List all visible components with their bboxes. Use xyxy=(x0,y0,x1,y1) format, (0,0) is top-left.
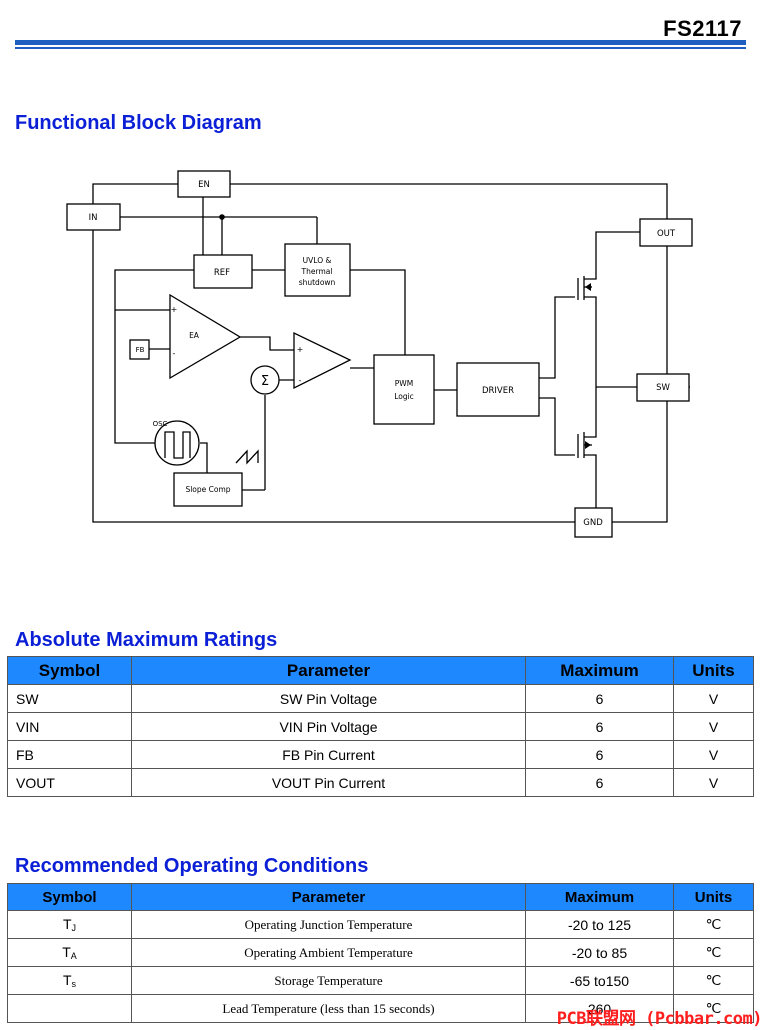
maximum-cell: 6 xyxy=(525,684,674,713)
fb-box xyxy=(129,339,150,360)
header-maximum: Maximum xyxy=(525,656,674,685)
symbol-cell: TA xyxy=(7,938,132,967)
header-units: Units xyxy=(673,883,754,911)
table-row: FB FB Pin Current 6 V xyxy=(7,740,754,769)
header-parameter: Parameter xyxy=(131,656,526,685)
out-pin-box xyxy=(639,218,693,247)
en-pin-box xyxy=(177,170,231,198)
parameter-cell: SW Pin Voltage xyxy=(131,684,526,713)
table-row: SW SW Pin Voltage 6 V xyxy=(7,684,754,713)
ea-minus-sign: - xyxy=(173,349,176,358)
ref-label: REF xyxy=(214,268,230,278)
pwm-logic-block xyxy=(373,354,435,425)
parameter-cell: Lead Temperature (less than 15 seconds) xyxy=(131,994,526,1023)
watermark: PCB联盟网 (Pcbbar.com) xyxy=(556,1009,763,1029)
symbol-cell: VOUT xyxy=(7,768,132,797)
summer-circle xyxy=(250,365,280,395)
maximum-cell: -20 to 125 xyxy=(525,910,674,939)
uvlo-label-1: UVLO & xyxy=(303,256,332,265)
table-row: VOUT VOUT Pin Current 6 V xyxy=(7,768,754,797)
square-wave-icon xyxy=(164,431,191,459)
uvlo-label-2: Thermal xyxy=(301,267,333,276)
sigma-label: Σ xyxy=(261,374,269,389)
units-cell: V xyxy=(673,768,754,797)
pwm-label-2: Logic xyxy=(394,392,414,401)
pwm-comparator xyxy=(293,331,352,390)
roc-title: Recommended Operating Conditions xyxy=(15,855,369,877)
symbol-cell: Ts xyxy=(7,966,132,995)
maximum-cell: -65 to150 xyxy=(525,966,674,995)
slope-comp-block xyxy=(173,472,243,507)
part-number: FS2117 xyxy=(663,16,742,41)
header-symbol: Symbol xyxy=(7,883,132,911)
symbol-cell: TJ xyxy=(7,910,132,939)
table-header-row: Symbol Parameter Maximum Units xyxy=(7,656,754,685)
table-row: Ts Storage Temperature -65 to150 ℃ xyxy=(7,966,754,995)
comp-minus-sign: - xyxy=(299,376,302,385)
parameter-cell: Storage Temperature xyxy=(131,966,526,995)
ea-plus-sign: + xyxy=(171,305,178,314)
table-row: TJ Operating Junction Temperature -20 to… xyxy=(7,910,754,939)
abs-max-table: Symbol Parameter Maximum Units SW SW Pin… xyxy=(7,656,754,797)
units-cell: V xyxy=(673,712,754,741)
gnd-pin-box xyxy=(574,507,613,538)
in-pin-box xyxy=(66,203,121,231)
sw-label: SW xyxy=(656,383,670,393)
units-cell: ℃ xyxy=(673,938,754,967)
parameter-cell: Operating Ambient Temperature xyxy=(131,938,526,967)
abs-max-title: Absolute Maximum Ratings xyxy=(15,629,278,651)
maximum-cell: 260 xyxy=(525,994,674,1023)
block-diagram-title: Functional Block Diagram xyxy=(15,112,262,134)
pwm-label-1: PWM xyxy=(395,379,413,388)
header-symbol: Symbol xyxy=(7,656,132,685)
in-label: IN xyxy=(89,213,98,223)
ea-label: EA xyxy=(189,331,200,340)
sawtooth-icon xyxy=(235,449,259,465)
out-label: OUT xyxy=(657,229,676,239)
driver-block xyxy=(456,362,540,417)
units-cell: ℃ xyxy=(673,966,754,995)
parameter-cell: VIN Pin Voltage xyxy=(131,712,526,741)
units-cell: V xyxy=(673,684,754,713)
header-maximum: Maximum xyxy=(525,883,674,911)
roc-table: Symbol Parameter Maximum Units TJ Operat… xyxy=(7,883,754,1023)
maximum-cell: 6 xyxy=(525,740,674,769)
symbol-cell: VIN xyxy=(7,712,132,741)
uvlo-block xyxy=(284,243,351,297)
ref-block xyxy=(193,254,253,289)
table-header-row: Symbol Parameter Maximum Units xyxy=(7,883,754,911)
gnd-label: GND xyxy=(583,518,603,528)
parameter-cell: Operating Junction Temperature xyxy=(131,910,526,939)
sw-pin-box xyxy=(636,373,690,402)
units-cell: V xyxy=(673,740,754,769)
functional-block-diagram: EN IN OUT SW GND REF UVLO & Thermal shut… xyxy=(66,170,693,538)
units-cell: ℃ xyxy=(673,994,754,1023)
uvlo-label-3: shutdown xyxy=(299,278,336,287)
header-units: Units xyxy=(673,656,754,685)
header-rule xyxy=(15,40,746,49)
parameter-cell: FB Pin Current xyxy=(131,740,526,769)
error-amplifier xyxy=(169,293,242,380)
header-parameter: Parameter xyxy=(131,883,526,911)
symbol-cell: FB xyxy=(7,740,132,769)
slope-comp-label: Slope Comp xyxy=(185,485,230,494)
en-label: EN xyxy=(198,180,210,190)
osc-label: OSC xyxy=(153,420,168,428)
maximum-cell: 6 xyxy=(525,712,674,741)
table-row: TA Operating Ambient Temperature -20 to … xyxy=(7,938,754,967)
maximum-cell: 6 xyxy=(525,768,674,797)
symbol-cell xyxy=(7,994,132,1023)
table-row: VIN VIN Pin Voltage 6 V xyxy=(7,712,754,741)
maximum-cell: -20 to 85 xyxy=(525,938,674,967)
symbol-cell: SW xyxy=(7,684,132,713)
driver-label: DRIVER xyxy=(482,386,514,396)
fb-label: FB xyxy=(136,346,145,354)
comp-plus-sign: + xyxy=(297,345,304,354)
units-cell: ℃ xyxy=(673,910,754,939)
table-row: Lead Temperature (less than 15 seconds) … xyxy=(7,994,754,1023)
parameter-cell: VOUT Pin Current xyxy=(131,768,526,797)
